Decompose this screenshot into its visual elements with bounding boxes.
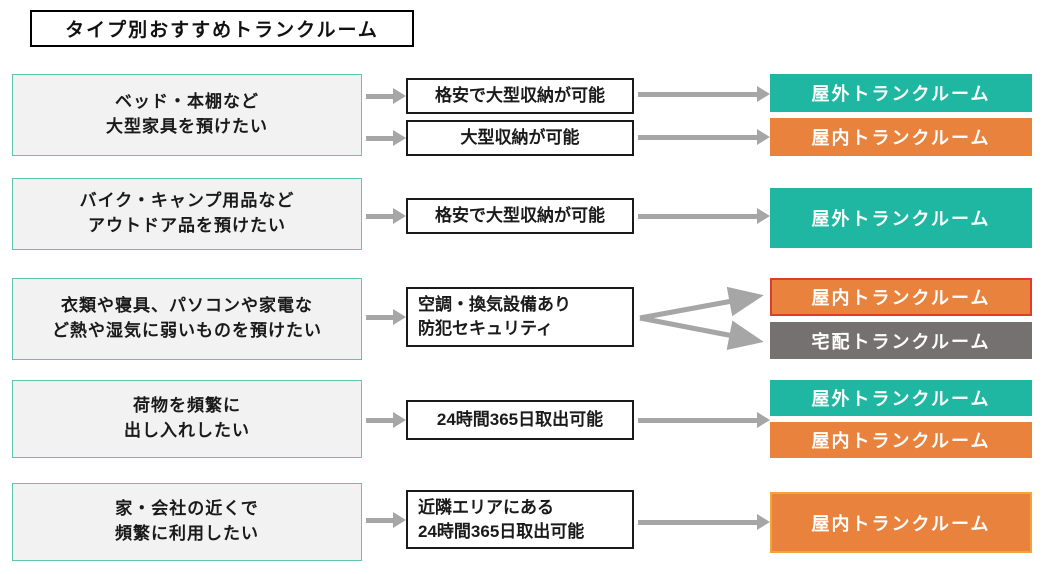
need-box: 衣類や寝具、パソコンや家電な ど熱や湿気に弱いものを預けたい (12, 278, 362, 360)
feature-box: 近隣エリアにある 24時間365日取出可能 (406, 490, 634, 549)
arrow-right-icon (366, 130, 406, 146)
arrow-right-icon (638, 412, 770, 428)
feature-text: 防犯セキュリティ (418, 319, 553, 338)
arrow-right-icon (638, 86, 770, 102)
flow-row: 家・会社の近くで 頻繁に利用したい 近隣エリアにある 24時間365日取出可能 … (12, 483, 1035, 561)
need-box: バイク・キャンプ用品など アウトドア品を預けたい (12, 178, 362, 250)
feature-box: 空調・換気設備あり 防犯セキュリティ (406, 287, 634, 347)
recommendation-label: 屋内トランクルーム (811, 513, 991, 534)
need-text: 大型家具を預けたい (106, 117, 268, 136)
need-text: バイク・キャンプ用品など (79, 191, 295, 211)
arrow-right-icon (366, 512, 406, 528)
recommendation-label: 屋外トランクルーム (811, 209, 991, 229)
arrow-right-icon (366, 208, 406, 224)
feature-text: 空調・換気設備あり (418, 295, 571, 315)
recommendation-label: 屋内トランクルーム (811, 431, 991, 451)
feature-text: 24時間365日取出可能 (436, 410, 604, 430)
feature-box: 格安で大型収納が可能 (406, 78, 634, 114)
recommendation-badge: 宅配トランクルーム (770, 322, 1032, 359)
recommendation-label: 宅配トランクルーム (811, 331, 991, 352)
recommendation-badge: 屋外トランクルーム (770, 188, 1032, 248)
feature-box: 24時間365日取出可能 (406, 400, 634, 440)
page-title: タイプ別おすすめトランクルーム (30, 10, 414, 47)
feature-box: 大型収納が可能 (406, 120, 634, 156)
feature-box: 格安で大型収納が可能 (406, 198, 634, 234)
need-text: 衣類や寝具、パソコンや家電な (61, 296, 313, 316)
arrow-right-icon (638, 208, 770, 224)
need-text: ベッド・本棚など (115, 92, 259, 112)
need-text: 荷物を頻繁に (133, 396, 241, 416)
recommendation-label: 屋外トランクルーム (811, 84, 991, 104)
recommendation-badge: 屋外トランクルーム (770, 380, 1032, 416)
arrow-right-icon (366, 412, 406, 428)
need-text: ど熱や湿気に弱いものを預けたい (52, 321, 322, 340)
feature-text: 格安で大型収納が可能 (435, 86, 605, 106)
feature-text: 近隣エリアにある (418, 497, 554, 517)
arrow-right-icon (638, 129, 770, 145)
flow-row: 荷物を頻繁に 出し入れしたい 24時間365日取出可能 屋外トランクルーム 屋内… (12, 380, 1035, 458)
recommendation-badge: 屋内トランクルーム (770, 118, 1032, 156)
recommendation-badge: 屋内トランクルーム (770, 492, 1032, 553)
recommendation-label: 屋内トランクルーム (811, 288, 991, 308)
need-box: ベッド・本棚など 大型家具を預けたい (12, 74, 362, 156)
arrow-right-icon (638, 514, 770, 530)
feature-text: 大型収納が可能 (460, 128, 580, 148)
need-box: 荷物を頻繁に 出し入れしたい (12, 380, 362, 458)
recommendation-badge: 屋外トランクルーム (770, 74, 1032, 112)
recommendation-label: 屋外トランクルーム (811, 389, 991, 409)
fork-arrows-icon (639, 286, 764, 350)
need-text: 出し入れしたい (124, 421, 250, 440)
flow-row: バイク・キャンプ用品など アウトドア品を預けたい 格安で大型収納が可能 屋外トラ… (12, 178, 1035, 250)
recommendation-badge: 屋内トランクルーム (770, 422, 1032, 458)
need-box: 家・会社の近くで 頻繁に利用したい (12, 483, 362, 561)
feature-text: 24時間365日取出可能 (418, 521, 585, 541)
recommendation-label: 屋内トランクルーム (811, 128, 991, 148)
flow-row: ベッド・本棚など 大型家具を預けたい 格安で大型収納が可能 大型収納が可能 屋外… (12, 74, 1035, 156)
recommendation-badge: 屋内トランクルーム (770, 278, 1032, 316)
feature-text: 格安で大型収納が可能 (435, 206, 605, 226)
need-text: 家・会社の近くで (115, 499, 259, 519)
need-text: 頻繁に利用したい (115, 524, 259, 543)
arrow-right-icon (366, 309, 406, 325)
flow-row: 衣類や寝具、パソコンや家電な ど熱や湿気に弱いものを預けたい 空調・換気設備あり… (12, 278, 1035, 360)
need-text: アウトドア品を預けたい (88, 216, 286, 235)
arrow-right-icon (366, 88, 406, 104)
